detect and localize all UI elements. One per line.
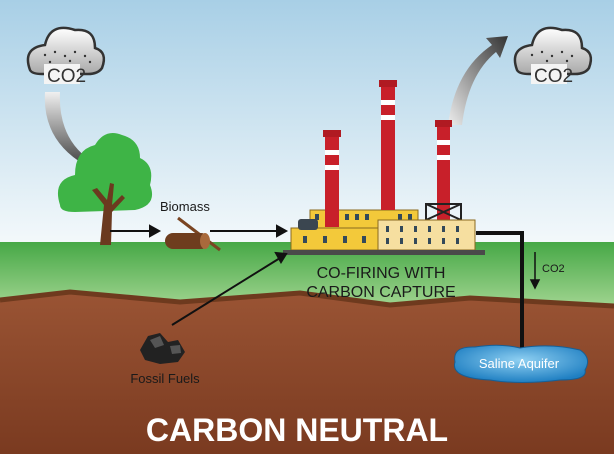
co2-right-label: CO2 — [534, 66, 573, 87]
co2-absorb-arrow-icon — [44, 92, 98, 172]
plant-label-line1: CO-FIRING WITH — [317, 265, 446, 282]
co2-emission-arrow-icon — [448, 36, 508, 125]
biomass-label: Biomass — [160, 199, 210, 214]
fossil-fuels-label: Fossil Fuels — [130, 371, 200, 386]
coal-icon — [140, 333, 185, 364]
tree-to-biomass-arrow-icon — [110, 224, 162, 238]
power-plant-icon — [283, 80, 485, 255]
saline-aquifer — [453, 344, 589, 383]
co2-down-label: CO2 — [542, 263, 565, 275]
co2-pipe — [476, 231, 524, 352]
log-icon — [165, 216, 221, 252]
co2-cloud-right-icon: CO2 — [513, 26, 593, 87]
co2-down-arrow-icon — [529, 252, 541, 290]
co2-left-label: CO2 — [47, 66, 86, 87]
aquifer-label: Saline Aquifer — [479, 356, 560, 371]
soil — [0, 292, 614, 454]
carbon-neutral-title: CARBON NEUTRAL — [146, 412, 448, 448]
co2-cloud-left-icon: CO2 — [26, 26, 106, 87]
plant-label-line2: CARBON CAPTURE — [306, 284, 455, 301]
fossil-to-plant-arrow-icon — [171, 251, 288, 326]
tree-icon — [57, 132, 153, 245]
biomass-to-plant-arrow-icon — [210, 224, 289, 238]
